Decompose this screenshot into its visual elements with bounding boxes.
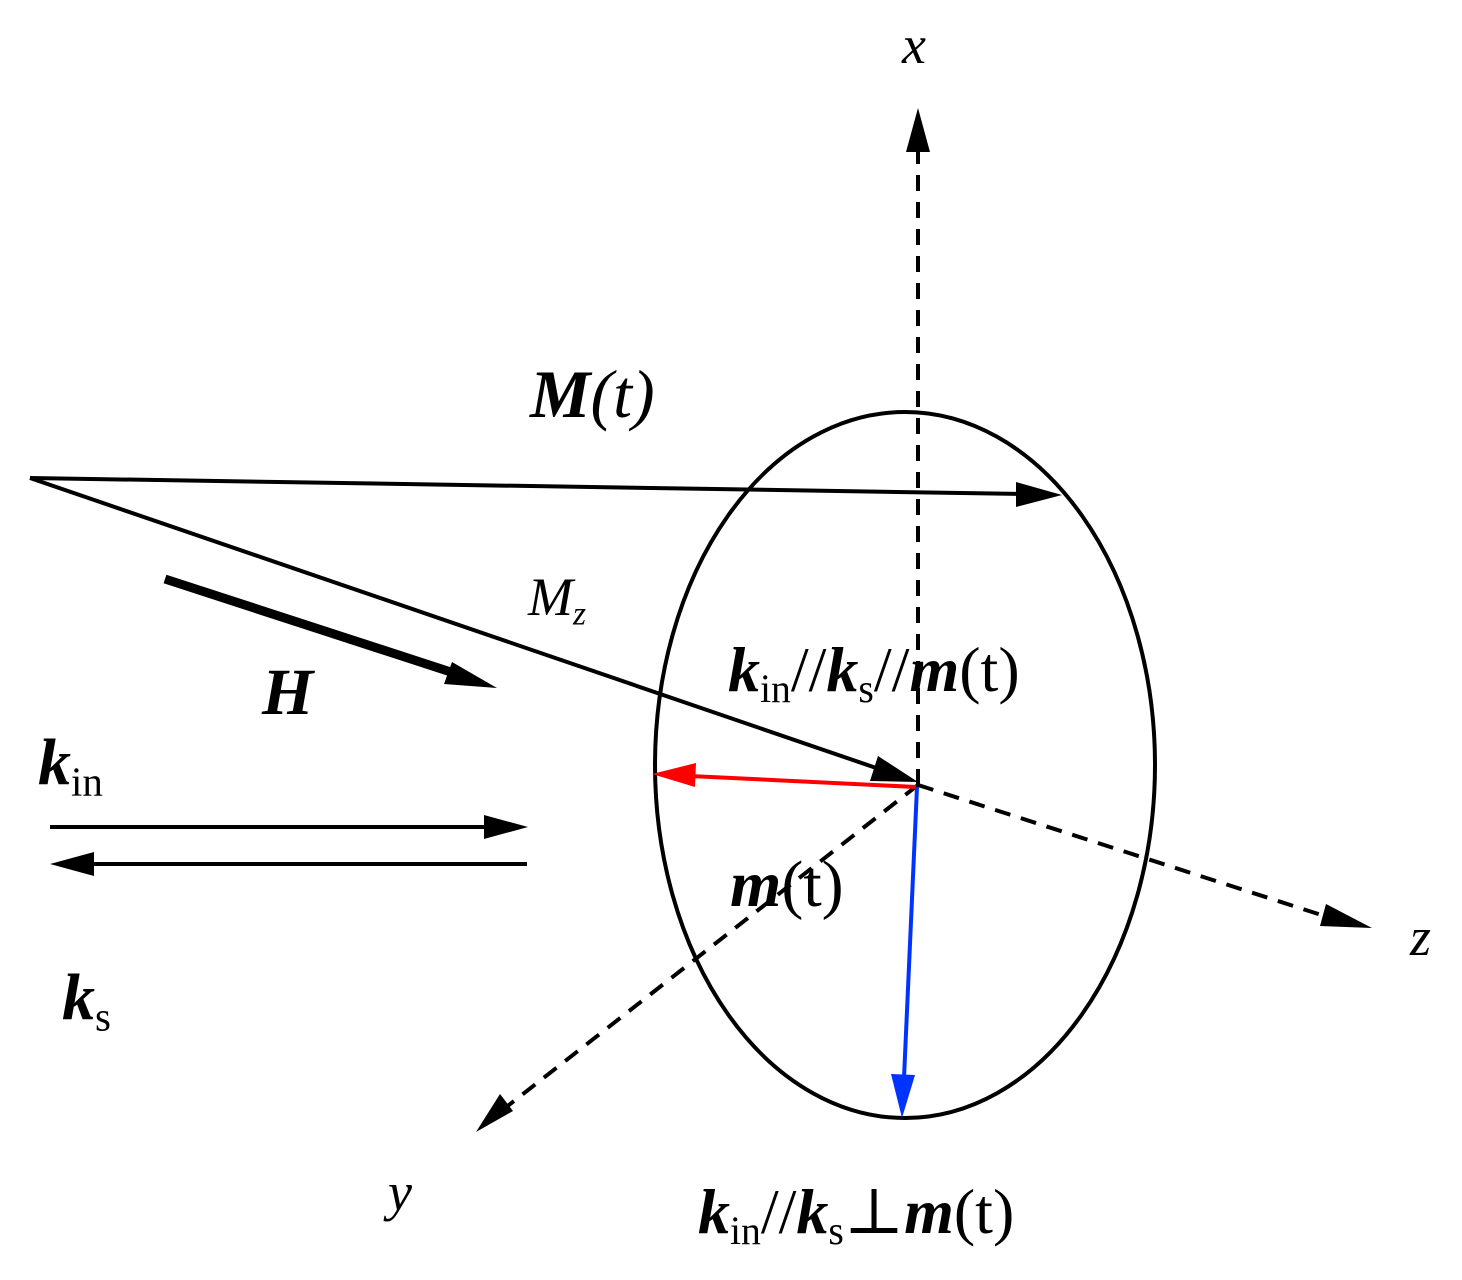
parallel-k: k [728,634,760,705]
small-m-label: m(t) [730,852,844,918]
perp-sep1: // [760,1176,797,1247]
k-s-arrowhead [50,852,94,876]
mz-subscript: z [572,595,587,633]
parallel-in: in [760,667,791,712]
y-axis-line [498,783,920,1114]
parallel-k2: k [826,634,859,705]
axis-label-z: z [1410,907,1432,967]
z-axis-line [917,783,1341,923]
perp-arg: (t) [953,1176,1015,1247]
magnetization-arg: (t) [590,356,655,432]
x-axis-arrowhead [906,108,930,152]
magnetization-label: M(t) [530,360,655,428]
red-m-vector [689,774,917,789]
parallel-m: m [909,634,960,705]
perp-m: m [904,1176,954,1247]
parallel-s: s [858,667,874,712]
axis-label-x: x [902,15,926,75]
k-in-arrowhead [484,815,528,839]
parallel-condition-label: kin//ks//m(t) [728,638,1020,710]
parallel-arg: (t) [959,634,1020,705]
magnetization-vector [29,476,1026,496]
blue-m-arrowhead [891,1074,915,1118]
small-m-symbol: m [730,848,782,921]
magnetization-arrowhead [1016,482,1062,507]
perpendicular-condition-label: kin//ks⊥m(t) [698,1180,1014,1252]
magnetization-symbol: M [530,356,591,432]
perp-s: s [828,1209,844,1254]
k-s-subscript: s [95,994,111,1040]
k-in-subscript: in [71,759,103,805]
k-in-label: kin [38,730,103,803]
parallel-sep2: // [873,634,910,705]
perp-in: in [730,1209,761,1254]
mz-label: Mz [528,570,586,631]
k-s-label: ks [62,965,111,1038]
field-arrowhead [444,662,497,688]
field-label: H [262,656,314,729]
blue-m-vector [902,786,919,1079]
small-m-arg: (t) [781,848,844,921]
mz-arrowhead [870,756,918,782]
mz-symbol: M [528,567,573,627]
k-s-symbol: k [62,961,95,1034]
perp-k2: k [796,1176,829,1247]
k-in-symbol: k [38,726,71,799]
mz-vector [29,476,886,773]
parallel-sep1: // [790,634,827,705]
perp-symbol: ⊥ [843,1176,905,1247]
z-axis-arrowhead [1320,904,1372,928]
precession-ellipse [653,410,1157,1120]
y-axis-arrowhead [476,1094,513,1132]
axis-label-y: y [388,1162,412,1222]
field-vector [163,574,462,680]
perp-k: k [698,1176,730,1247]
red-m-arrowhead [652,763,696,787]
